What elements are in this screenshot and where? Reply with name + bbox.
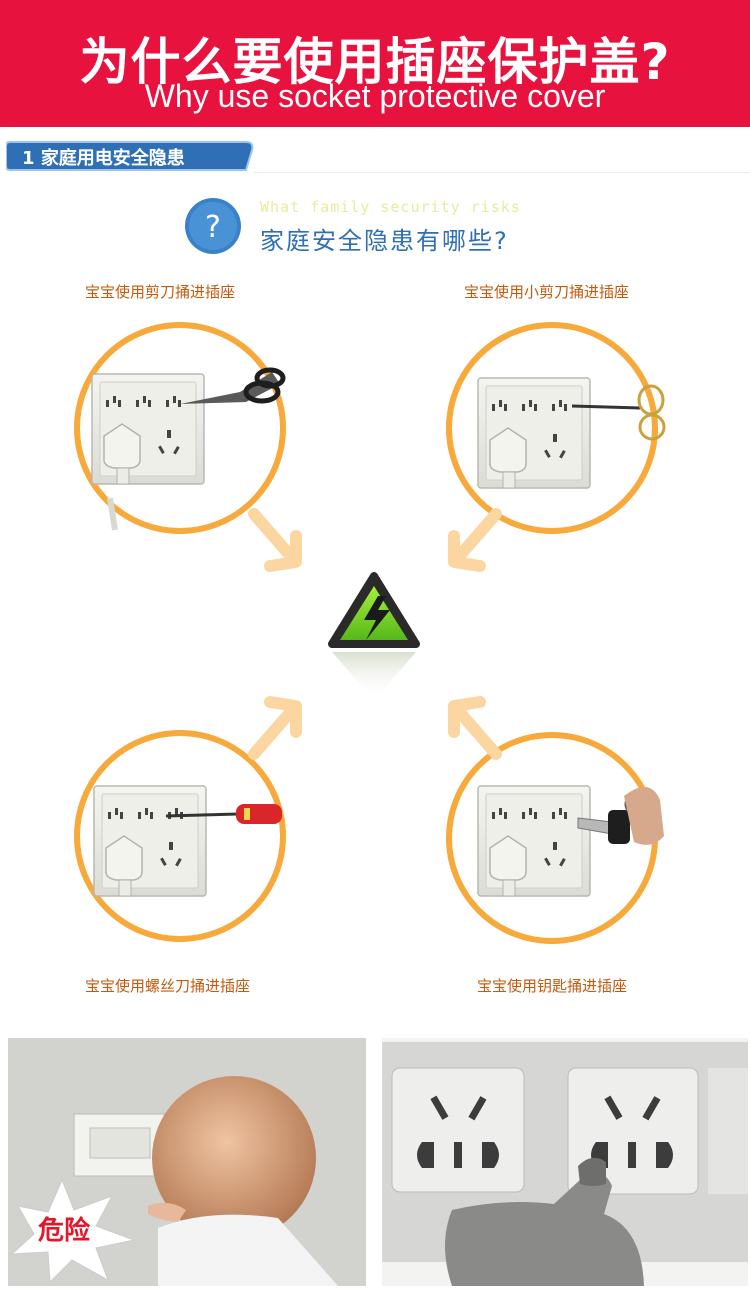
question-icon-glyph: ? — [205, 210, 221, 245]
section-divider — [254, 172, 750, 173]
caption-bottom-right: 宝宝使用钥匙捅进插座 — [477, 977, 628, 995]
arrow-icon — [248, 508, 502, 760]
page-title: 为什么要使用插座保护盖? — [79, 33, 671, 91]
small-scissors-icon — [571, 384, 666, 441]
hazard-circle-small-scissors — [446, 322, 666, 534]
section-number: 1 — [22, 148, 35, 169]
photo-socket-finger — [382, 1038, 748, 1286]
caption-top-right: 宝宝使用小剪刀捅进插座 — [464, 283, 630, 301]
hazard-illustration — [74, 322, 666, 944]
caption-bottom-left: 宝宝使用螺丝刀捅进插座 — [85, 977, 251, 995]
header-banner: 为什么要使用插座保护盖? Why use socket protective c… — [0, 0, 750, 127]
question-english: What family security risks — [260, 198, 521, 216]
hazard-circle-scissors — [74, 322, 286, 534]
hazard-circle-screwdriver — [74, 730, 286, 942]
danger-label: 危险 — [38, 1216, 91, 1246]
question-icon: ? — [185, 198, 241, 254]
key-icon — [577, 786, 664, 845]
photo-baby-near-socket: 危险 — [8, 1038, 366, 1286]
caption-top-left: 宝宝使用剪刀捅进插座 — [85, 283, 236, 301]
warning-lightning-icon — [328, 572, 420, 700]
section-tag: 1 家庭用电安全隐患 — [6, 140, 254, 172]
page-subtitle: Why use socket protective cover — [144, 78, 606, 114]
question-chinese: 家庭安全隐患有哪些? — [260, 227, 509, 255]
section-label: 家庭用电安全隐患 — [40, 148, 185, 169]
hazard-circle-key — [446, 732, 664, 944]
section-tag-shape — [6, 141, 254, 171]
scissors-icon — [180, 367, 286, 404]
screwdriver-icon — [165, 804, 282, 824]
socket-finger-art — [382, 1038, 748, 1286]
danger-burst-icon — [10, 1178, 136, 1284]
